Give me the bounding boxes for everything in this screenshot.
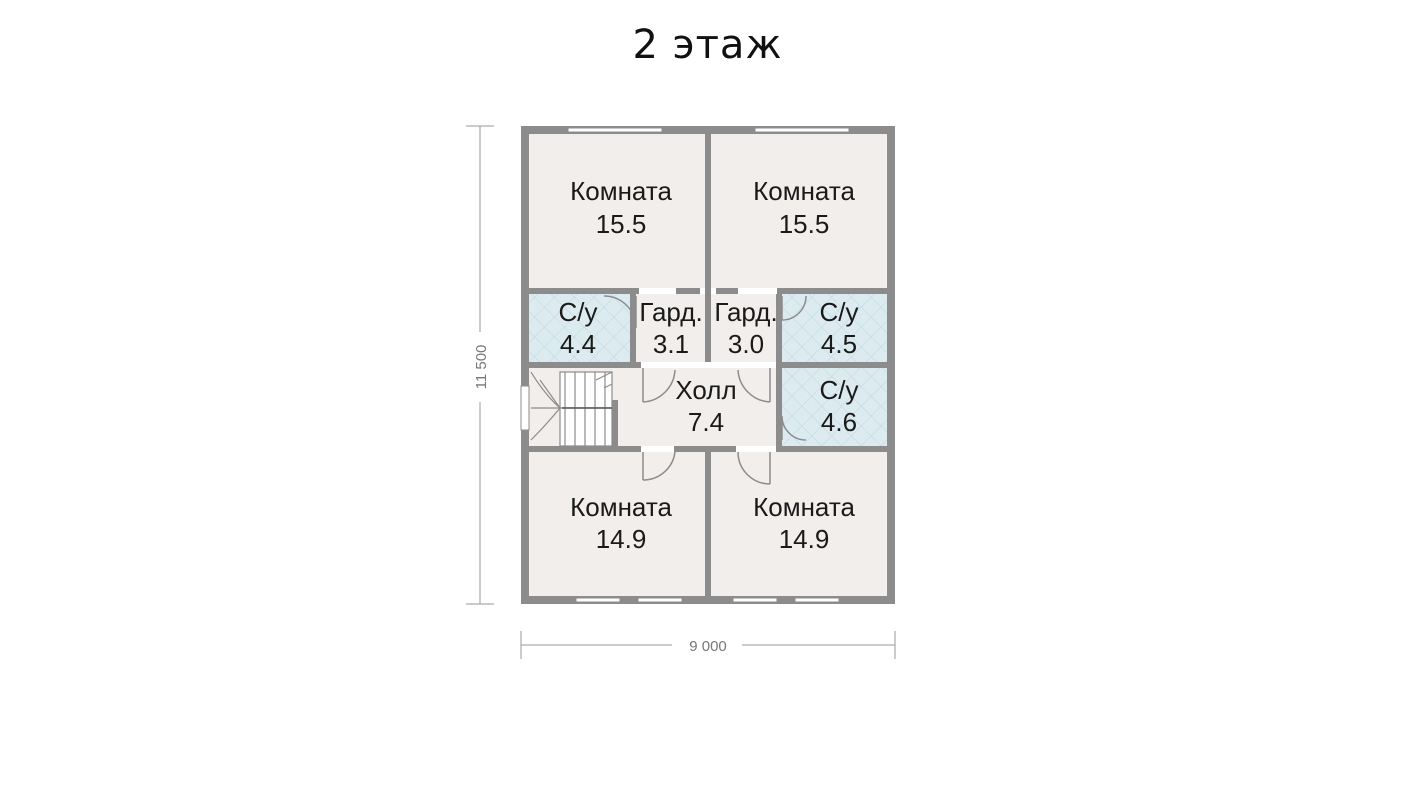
room-sw-name: Комната xyxy=(570,492,672,522)
interior-walls xyxy=(529,134,887,596)
staircase xyxy=(530,371,613,447)
room-nw-name: Комната xyxy=(570,176,672,206)
room-se-fill xyxy=(711,452,887,596)
door-wardrobe-e xyxy=(737,368,771,403)
bath-w-fill xyxy=(529,294,630,362)
door-bath-ne xyxy=(781,295,807,321)
hall-name: Холл xyxy=(675,375,736,405)
room-ne-fill xyxy=(711,134,887,288)
window-west-stairs xyxy=(520,385,530,431)
door-bath-w xyxy=(603,295,637,329)
room-se-name: Комната xyxy=(753,492,855,522)
bath-ne-fill xyxy=(782,294,887,362)
bath-se-fill xyxy=(782,368,887,446)
windows xyxy=(520,127,850,603)
window-south-1 xyxy=(575,597,621,603)
room-nw-area: 15.5 xyxy=(596,209,647,239)
bath-se-name: С/у xyxy=(820,375,859,405)
window-south-4 xyxy=(794,597,840,603)
hall-area: 7.4 xyxy=(688,407,724,437)
room-se-area: 14.9 xyxy=(779,524,830,554)
room-ne-name: Комната xyxy=(753,176,855,206)
room-labels: Комната 15.5 Комната 15.5 С/у 4.4 Гард. … xyxy=(559,176,859,554)
window-south-3 xyxy=(732,597,778,603)
bath-w-area: 4.4 xyxy=(560,329,596,359)
bath-ne-area: 4.5 xyxy=(821,329,857,359)
wardrobe-e-name: Гард. xyxy=(714,297,777,327)
room-sw-fill xyxy=(529,452,705,596)
window-north-w xyxy=(567,127,663,133)
doors xyxy=(603,295,807,485)
bath-w-name: С/у xyxy=(559,297,598,327)
wardrobe-w-area: 3.1 xyxy=(653,329,689,359)
wardrobe-e-fill xyxy=(711,294,776,362)
width-dimension-label: 9 000 xyxy=(689,638,727,655)
room-sw-area: 14.9 xyxy=(596,524,647,554)
exterior-walls xyxy=(521,126,895,604)
window-south-2 xyxy=(637,597,683,603)
height-dimension-label: 11 500 xyxy=(473,345,490,390)
wardrobe-w-fill xyxy=(636,294,705,362)
room-ne-area: 15.5 xyxy=(779,209,830,239)
door-wardrobe-w xyxy=(642,368,676,403)
window-north-e xyxy=(754,127,850,133)
floor-title: 2 этаж xyxy=(632,22,783,68)
bath-se-area: 4.6 xyxy=(821,407,857,437)
hall-fill xyxy=(618,368,776,446)
wardrobe-w-name: Гард. xyxy=(639,297,702,327)
door-room-sw xyxy=(642,451,676,481)
door-bath-se xyxy=(781,415,807,441)
door-room-se xyxy=(737,451,771,485)
room-nw-fill xyxy=(529,134,705,288)
wardrobe-e-area: 3.0 xyxy=(728,329,764,359)
bath-ne-name: С/у xyxy=(820,297,859,327)
